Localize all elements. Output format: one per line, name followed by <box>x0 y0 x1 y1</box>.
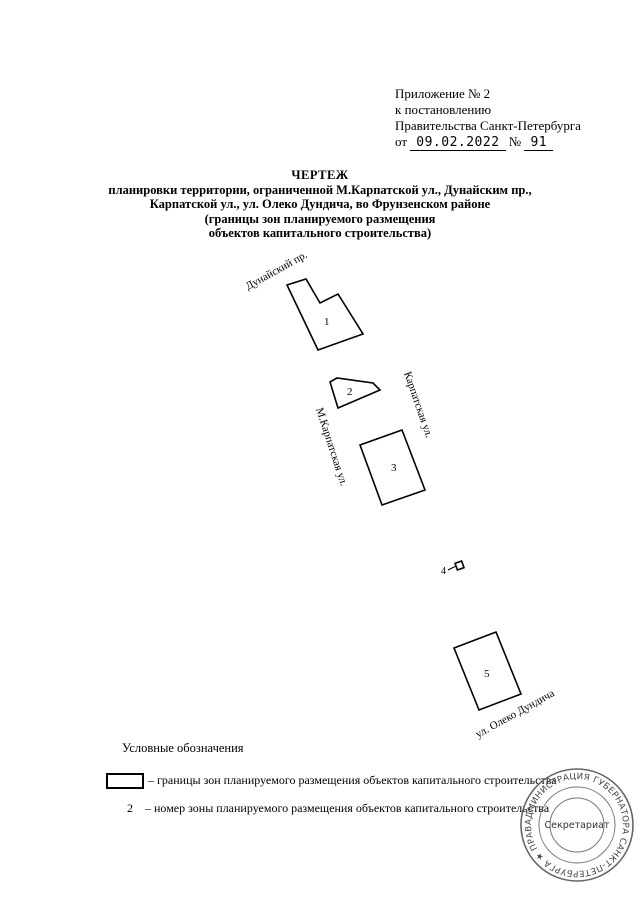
appendix-header: Приложение № 2 к постановлению Правитель… <box>395 86 581 151</box>
legend-boundary-symbol <box>106 773 144 790</box>
zone-4-leader <box>447 565 457 571</box>
zone-2-number: 2 <box>347 386 353 398</box>
title-line-4: объектов капитального строительства) <box>208 226 432 240</box>
legend-boundary-text: – границы зон планируемого размещения об… <box>148 773 557 787</box>
zone-1-boundary <box>285 278 365 351</box>
street-label-karpatskaya: Карпатская ул. <box>401 370 435 439</box>
street-label-dunaisky: Дунайский пр. <box>244 249 310 293</box>
title-line-3: (границы зон планируемого размещения <box>204 211 436 226</box>
drawing-title: ЧЕРТЕЖ планировки территории, ограниченн… <box>100 168 540 241</box>
street-label-m-karpatskaya: М.Карпатская ул. <box>313 406 350 487</box>
street-label-oleko: ул. Олеко Дундича <box>474 687 557 740</box>
zone-4-boundary <box>453 559 466 572</box>
legend-item-zone-number: 2 – номер зоны планируемого размещения об… <box>127 801 549 816</box>
title-main: ЧЕРТЕЖ <box>291 168 349 182</box>
appendix-date-line: от 09.02.2022 № 91 <box>395 134 581 151</box>
legend-zone-number-text: – номер зоны планируемого размещения объ… <box>145 801 550 815</box>
title-line-2: Карпатской ул., ул. Олеко Дундича, во Фр… <box>149 197 491 211</box>
date-prefix: от <box>395 134 408 149</box>
legend-zone-number-symbol: 2 <box>127 801 133 815</box>
legend-item-boundary: – границы зон планируемого размещения об… <box>106 773 557 790</box>
appendix-government: Правительства Санкт-Петербурга <box>395 118 581 133</box>
appendix-decree: к постановлению <box>395 102 492 117</box>
title-line-1: планировки территории, ограниченной М.Ка… <box>108 182 532 197</box>
zone-5-boundary <box>452 630 523 712</box>
zone-3-number: 3 <box>391 462 397 474</box>
number-prefix: № <box>508 134 522 149</box>
zone-3-boundary <box>358 428 427 507</box>
secretariat-seal: АДМИНИСТРАЦИЯ ГУБЕРНАТОРА САНКТ-ПЕТЕРБУР… <box>518 766 634 882</box>
decree-number: 91 <box>524 135 554 151</box>
decree-date: 09.02.2022 <box>410 135 506 151</box>
appendix-number: Приложение № 2 <box>395 86 491 101</box>
zone-2-boundary <box>329 377 382 410</box>
seal-center-text: Секретариат <box>544 820 609 831</box>
legend-heading: Условные обозначения <box>122 741 244 755</box>
zone-5-number: 5 <box>484 668 490 680</box>
zone-1-number: 1 <box>324 316 330 328</box>
zone-4-number: 4 <box>441 566 446 577</box>
